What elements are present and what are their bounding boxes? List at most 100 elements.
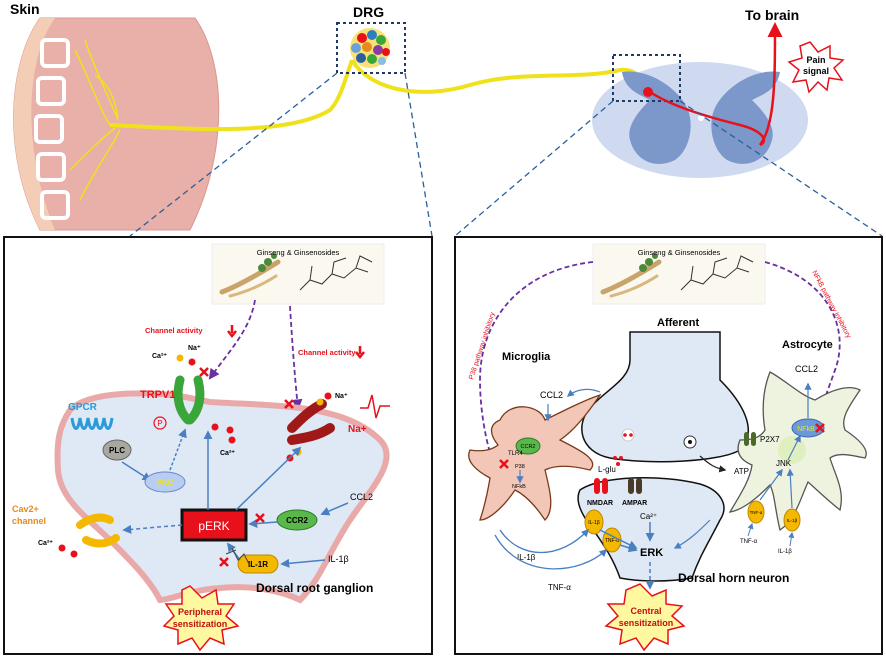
nfkb-small-label: NFkB (512, 484, 526, 490)
ca2-label: Ca²⁺ (640, 512, 657, 521)
dorsal-horn-zoom-box (612, 54, 681, 102)
astrocyte-label: Astrocyte (782, 339, 833, 351)
ccr2-to-perk-arrow (248, 518, 278, 528)
microglia-cell (468, 393, 602, 522)
tnf-small-label: TNF-α (740, 539, 758, 545)
tnf-receptor-astro (747, 500, 765, 524)
il1b-receptor-neuron (584, 509, 604, 535)
zoom-line-drg-right (404, 72, 433, 237)
decrease-arrow-icon-2 (355, 346, 365, 360)
drg-neuron-cell-body (54, 390, 390, 604)
ccr2-receptor-microglia (515, 437, 541, 455)
zoom-line-drg-left (129, 72, 338, 237)
block-x-icon-na (284, 399, 294, 409)
perk-to-cav-arrow (122, 524, 183, 534)
ginseng-to-trpv1-arrow (208, 299, 256, 380)
erk-label: ERK (640, 547, 663, 559)
na-label-trpv1: Na⁺ (188, 345, 201, 352)
il1b-receptor-astro (783, 508, 801, 532)
pkc-enzyme (144, 471, 186, 493)
tnf-receptor-label: TNF-α (605, 538, 619, 544)
zoom-line-sc-left (454, 100, 614, 237)
pain-signal-burst-icon (787, 41, 845, 94)
sodium-ion (188, 358, 196, 366)
ca-label-inside: Ca²⁺ (220, 450, 235, 457)
ca-label-trpv1: Ca²⁺ (152, 353, 167, 360)
ccl2-microglia-arrow (566, 388, 601, 397)
na-label-channel: Na⁺ (335, 393, 348, 400)
skin-label: Skin (10, 1, 40, 17)
block-x-icon-ccr2 (255, 513, 265, 523)
atp-release-arrow (699, 455, 727, 473)
tnfa-astro-label: TNF-α (750, 510, 763, 515)
pain-signal-line2: signal (803, 66, 829, 76)
peripheral-sensitization-burst-icon (162, 585, 240, 652)
ginseng-label-right: Ginseng & Ginsenosides (638, 248, 721, 257)
plc-enzyme (102, 439, 132, 461)
ascending-pain-pathway (649, 25, 775, 147)
pkc-to-trpv1-arrow (169, 428, 187, 471)
tlr4-label: TLR4 (508, 451, 523, 457)
nfkb-astrocyte (791, 418, 825, 438)
channel-activity-label-1: Channel activity (145, 326, 203, 335)
phospho-circle (153, 416, 167, 430)
ca-label-cav: Ca²⁺ (38, 540, 53, 547)
ccr2-label-right: CCR2 (521, 444, 536, 450)
drg-label: DRG (353, 4, 384, 20)
cav-channel-icon (76, 513, 120, 548)
ccl2-label-left: CCL2 (350, 492, 373, 502)
phospho-label: P (157, 419, 162, 428)
sodium-channel (287, 399, 335, 445)
drg-full-label: Dorsal root ganglion (256, 581, 373, 595)
il1b-receptor-label: IL-1β (588, 520, 600, 526)
to-brain-label: To brain (745, 7, 799, 23)
il1b-to-il1r-arrow (280, 558, 326, 568)
decrease-arrow-icon-1 (227, 325, 237, 339)
ginseng-label-left: Ginseng & Ginsenosides (257, 248, 340, 257)
perk-to-na-arrow (235, 446, 302, 511)
ccl2-to-ccr2-arrow (320, 502, 349, 516)
lglu-label: L-glu (598, 465, 616, 474)
ginsenoside-structure-icon (225, 547, 251, 567)
na-plus-label: Na+ (348, 424, 367, 435)
central-sensitization-burst-icon (604, 583, 686, 652)
pain-signal-line1: Pain (806, 55, 825, 65)
ginseng-image-left (211, 243, 385, 305)
il1b-small-label: IL-1β (778, 549, 792, 555)
plc-to-pkc-arrow (121, 461, 152, 481)
il1r-label: IL-1R (248, 560, 268, 569)
afferent-label: Afferent (657, 317, 700, 329)
gpcr-label: GPCR (68, 402, 98, 413)
ginseng-image-right (592, 243, 766, 305)
ccr2-receptor (276, 509, 318, 531)
peripheral-label-2: sensitization (173, 619, 228, 629)
central-label-1: Central (630, 606, 661, 616)
action-potential-icon (360, 394, 390, 419)
pkc-label: PKC (157, 478, 174, 487)
dhn-label: Dorsal horn neuron (678, 571, 789, 585)
block-x-icon-trpv1 (199, 367, 209, 377)
p38-label: P38 (515, 464, 525, 470)
p2x7-label: P2X7 (760, 435, 780, 444)
drg-cell-cluster (350, 28, 390, 68)
peripheral-label-1: Peripheral (178, 607, 222, 617)
perk-label: pERK (198, 519, 229, 533)
zoom-line-sc-right (679, 100, 883, 237)
calcium-ion (176, 354, 184, 362)
block-x-icon-nfkb (815, 423, 825, 433)
cav-label-1: Cav2+ (12, 504, 39, 514)
ccl2-label-microglia: CCL2 (540, 390, 563, 400)
spinal-cord-cross-section (592, 62, 808, 178)
jnk-label: JNK (776, 459, 792, 468)
atp-label: ATP (734, 467, 749, 476)
perk-box (180, 508, 248, 542)
channel-activity-label-2: Channel activity (298, 348, 356, 357)
il1b-microglia-arrow (499, 528, 590, 553)
ampar-label: AMPAR (622, 500, 647, 507)
afferent-terminal (581, 331, 750, 463)
il1b-label-left: IL-1β (328, 554, 349, 564)
gpcr-receptor-icon (70, 417, 114, 430)
il1b-label-microglia: IL-1β (517, 553, 536, 562)
